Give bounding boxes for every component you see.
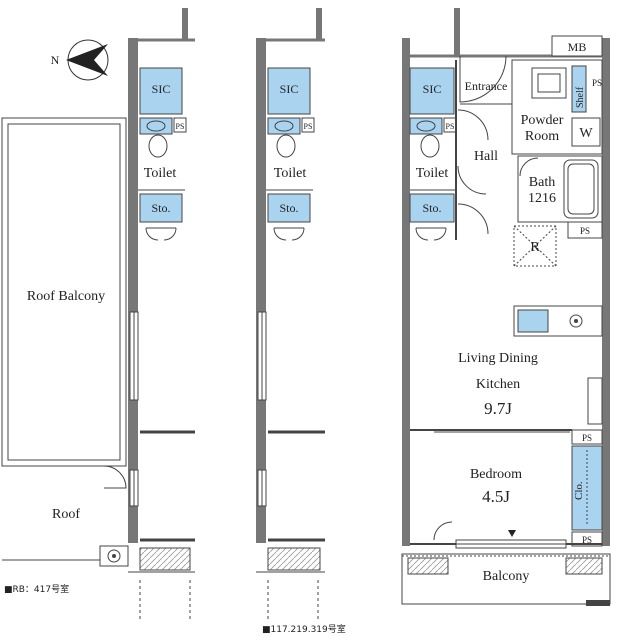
left-unit-note: ■RB：417号室 [4,585,70,595]
sto-storage [409,193,455,223]
sto-storage [267,193,311,223]
svg-text:PS: PS [580,226,590,236]
stove-icon [569,314,583,328]
sic-storage [267,67,311,115]
sic-storage [409,67,455,115]
svg-text:PS: PS [176,122,185,131]
bathtub [563,159,599,219]
north-label: N [51,53,60,67]
sink-counter [139,117,173,135]
svg-text:Sto.: Sto. [422,201,441,215]
svg-text:SIC: SIC [280,82,299,96]
meter-box [551,35,603,57]
left-unit: SIC PS Toilet Sto. Roof Balcony Roof [1,8,195,620]
svg-text:PS: PS [304,122,313,131]
roof-balcony-label: Roof Balcony [27,289,105,304]
middle-unit-note: ■117.219.319号室 [262,625,346,635]
toilet-bowl-icon [148,134,168,158]
svg-text:R: R [530,240,540,255]
roof-label: Roof [52,507,80,522]
sto-storage [139,193,183,223]
svg-text:SIC: SIC [152,82,171,96]
kitchen-counter [513,305,603,337]
roof-balcony-area [1,117,127,467]
middle-unit: SIC PS Toilet Sto. [256,8,325,620]
compass: N [51,39,109,81]
bath-label: Bath [529,175,555,190]
svg-text:SIC: SIC [423,82,442,96]
toilet-label: Toilet [274,166,307,181]
ldk-size: 9.7J [484,399,512,418]
bedroom-label: Bedroom [470,467,522,482]
svg-text:PS: PS [446,122,455,131]
svg-text:Clo.: Clo. [573,481,585,500]
kitchen-sink [517,309,549,333]
svg-text:Shelf: Shelf [575,86,586,108]
shelf [571,65,587,113]
svg-text:Kitchen: Kitchen [476,377,520,392]
drain-icon [107,549,121,563]
vanity [531,67,567,99]
svg-text:MB: MB [568,40,587,54]
ldk-label: Living Dining [458,351,538,366]
refrigerator-space [513,225,557,267]
sic-storage [139,67,183,115]
bedroom-size: 4.5J [482,487,510,506]
svg-text:1216: 1216 [528,191,556,206]
svg-text:PS: PS [592,78,602,88]
washer-space [571,117,601,147]
entrance-label: Entrance [465,79,508,93]
balcony-area [401,553,611,605]
toilet-bowl-icon [276,134,296,158]
svg-text:W: W [579,126,593,141]
hall-label: Hall [474,149,498,164]
toilet-bowl-icon [420,134,440,158]
svg-text:Sto.: Sto. [279,201,298,215]
svg-text:PS: PS [582,535,592,545]
svg-text:Room: Room [525,129,559,144]
toilet-label: Toilet [416,166,449,181]
svg-text:Sto.: Sto. [151,201,170,215]
entrance-door [459,55,507,103]
north-arrow-icon [66,44,108,76]
right-unit: MB SIC PS Toilet Sto. Entrance Hall Shel… [401,8,611,606]
toilet-label: Toilet [144,166,177,181]
powder-room-label: Powder [521,113,564,128]
balcony-label: Balcony [483,569,530,584]
svg-text:PS: PS [582,433,592,443]
